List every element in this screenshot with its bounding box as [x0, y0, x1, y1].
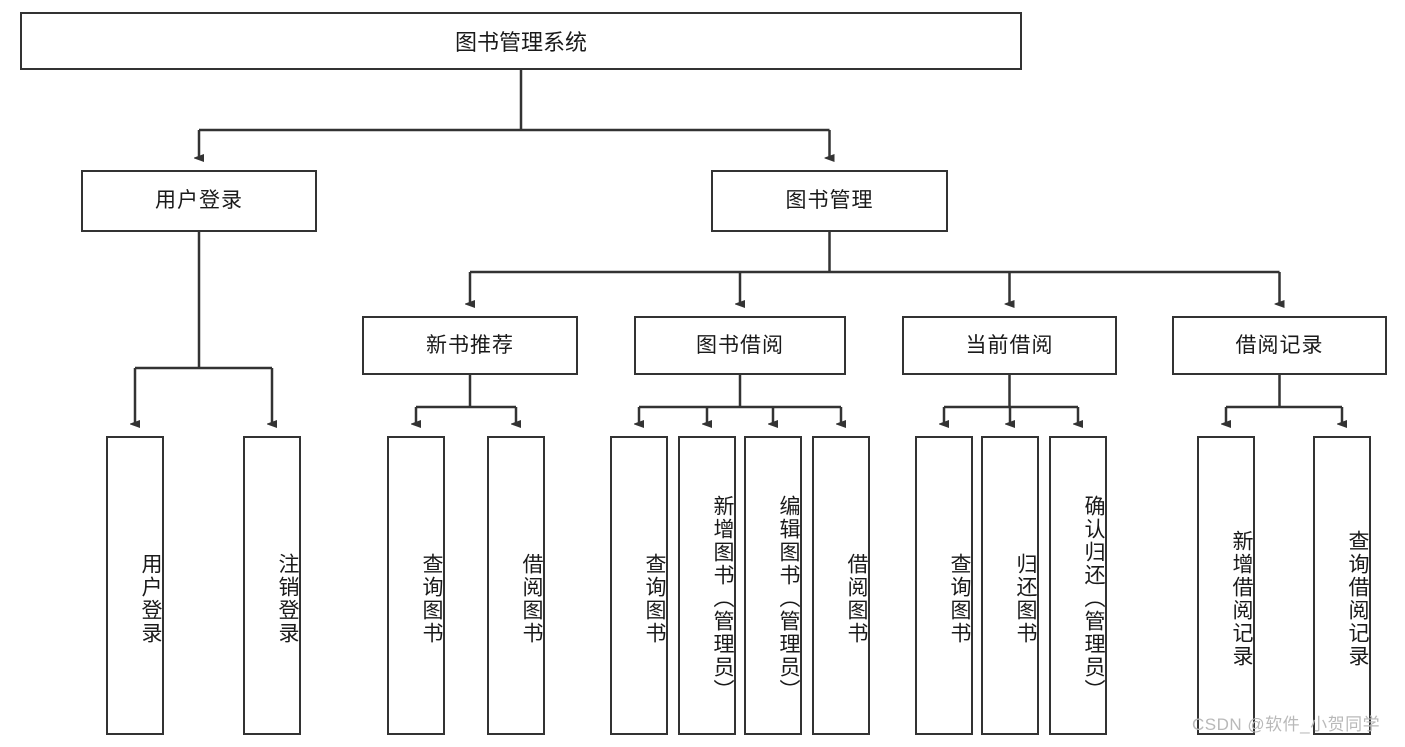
node-book-borrow[interactable]: 图书借阅: [634, 316, 846, 375]
node-leaf-return-book-label: 归还图书: [1014, 552, 1037, 645]
node-leaf-add-record[interactable]: 新增借阅记录: [1197, 436, 1255, 735]
node-leaf-borrow-book-1[interactable]: 借阅图书: [487, 436, 545, 735]
node-leaf-borrow-book-2-label: 借阅图书: [845, 552, 868, 645]
node-leaf-query-book-2-label: 查询图书: [643, 552, 666, 645]
node-root-label: 图书管理系统: [454, 30, 587, 55]
node-borrow-record-label: 借阅记录: [1235, 333, 1324, 357]
node-leaf-query-book-1[interactable]: 查询图书: [387, 436, 445, 735]
node-user-login-label: 用户登录: [155, 189, 243, 213]
node-leaf-confirm-return-label: 确认归还（管理员）: [1082, 495, 1105, 702]
node-leaf-add-record-label: 新增借阅记录: [1230, 529, 1253, 668]
node-leaf-add-book[interactable]: 新增图书（管理员）: [678, 436, 736, 735]
node-leaf-edit-book[interactable]: 编辑图书（管理员）: [744, 436, 802, 735]
node-leaf-confirm-return[interactable]: 确认归还（管理员）: [1049, 436, 1107, 735]
node-leaf-edit-book-label: 编辑图书（管理员）: [777, 495, 800, 702]
node-current-borrow-label: 当前借阅: [965, 333, 1054, 357]
node-leaf-query-book-3[interactable]: 查询图书: [915, 436, 973, 735]
node-leaf-user-login-label: 用户登录: [139, 552, 162, 645]
node-leaf-add-book-label: 新增图书（管理员）: [711, 495, 734, 702]
node-leaf-query-book-2[interactable]: 查询图书: [610, 436, 668, 735]
node-current-borrow[interactable]: 当前借阅: [902, 316, 1117, 375]
node-leaf-logout[interactable]: 注销登录: [243, 436, 301, 735]
node-book-manage[interactable]: 图书管理: [711, 170, 948, 232]
node-leaf-logout-label: 注销登录: [276, 552, 299, 645]
node-leaf-query-book-3-label: 查询图书: [948, 552, 971, 645]
node-new-book-rec-label: 新书推荐: [426, 333, 514, 357]
node-leaf-query-record[interactable]: 查询借阅记录: [1313, 436, 1371, 735]
node-leaf-borrow-book-2[interactable]: 借阅图书: [812, 436, 870, 735]
node-user-login[interactable]: 用户登录: [81, 170, 317, 232]
node-borrow-record[interactable]: 借阅记录: [1172, 316, 1387, 375]
node-root[interactable]: 图书管理系统: [20, 12, 1022, 70]
node-leaf-user-login[interactable]: 用户登录: [106, 436, 164, 735]
node-leaf-return-book[interactable]: 归还图书: [981, 436, 1039, 735]
node-leaf-borrow-book-1-label: 借阅图书: [520, 552, 543, 645]
watermark-text: CSDN @软件_小贺同学: [1192, 715, 1381, 734]
node-book-manage-label: 图书管理: [785, 189, 874, 213]
node-book-borrow-label: 图书借阅: [696, 333, 784, 357]
node-leaf-query-book-1-label: 查询图书: [420, 552, 443, 645]
node-new-book-rec[interactable]: 新书推荐: [362, 316, 578, 375]
node-leaf-query-record-label: 查询借阅记录: [1346, 529, 1369, 668]
